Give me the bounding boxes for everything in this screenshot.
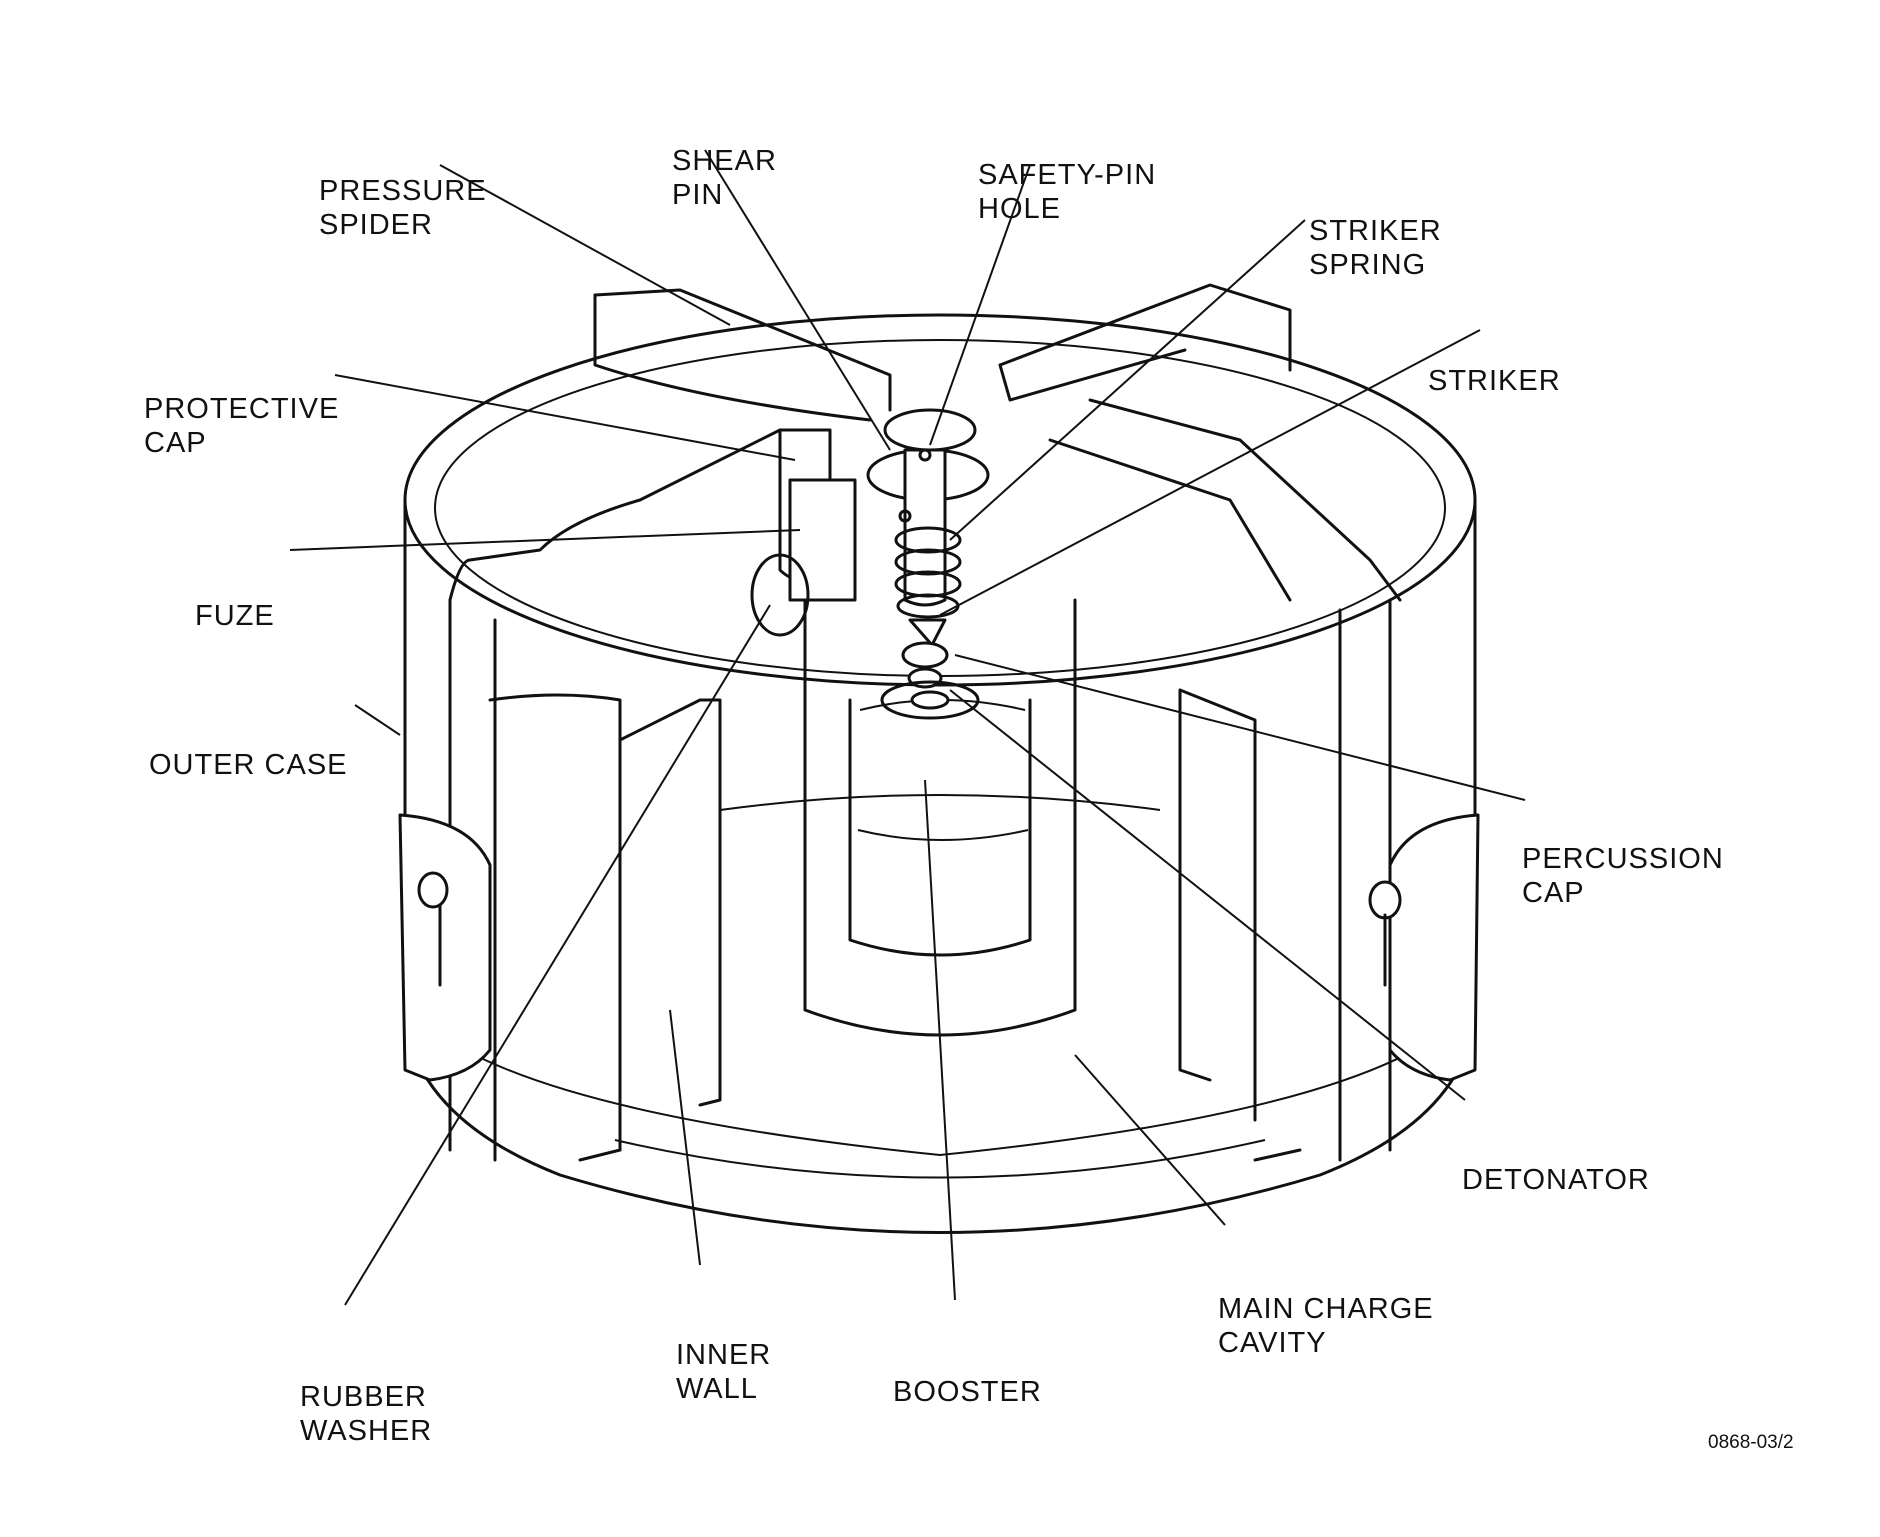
- label-detonator: DETONATOR: [1462, 1164, 1650, 1196]
- main-charge-cavity-drawing: [614, 794, 1266, 1179]
- inner-wall-drawing: [488, 688, 1257, 1152]
- label-fuze: FUZE: [195, 600, 275, 632]
- leader-lines: [289, 149, 1526, 1306]
- pressure-spider-drawing: [448, 283, 1402, 1162]
- detonator-drawing: [880, 680, 980, 720]
- striker-drawing: [901, 618, 949, 669]
- label-booster: BOOSTER: [893, 1376, 1042, 1408]
- figure-number: 0868-03/2: [1708, 1432, 1794, 1453]
- left-handle-drawing: [398, 813, 492, 1082]
- right-handle-drawing: [1368, 813, 1480, 1082]
- striker-spring-drawing: [894, 526, 962, 619]
- label-outer-case: OUTER CASE: [149, 749, 348, 781]
- label-striker: STRIKER: [1428, 365, 1561, 397]
- rubber-washer-drawing: [750, 553, 810, 637]
